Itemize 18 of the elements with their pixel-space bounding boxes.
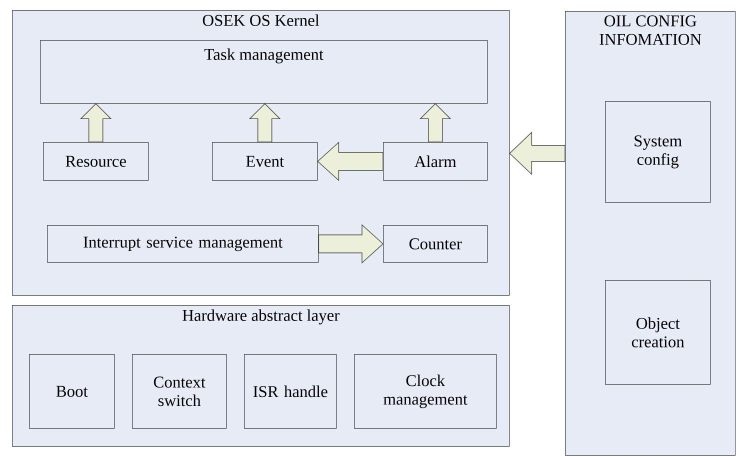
- block-arrow: [249, 103, 281, 142]
- module-box: Resource: [43, 142, 149, 181]
- module-box: Object creation: [605, 280, 711, 385]
- module-box: Boot: [29, 354, 115, 429]
- module-box: ISR handle: [244, 354, 337, 429]
- block-arrow: [80, 103, 112, 142]
- module-box: Counter: [383, 225, 488, 263]
- module-box: Alarm: [383, 142, 488, 181]
- block-arrow: [317, 142, 384, 182]
- module-box: Context switch: [132, 354, 227, 429]
- module-box: Interrupt service management: [47, 225, 319, 263]
- module-box: Event: [212, 142, 318, 181]
- module-box: System config: [605, 101, 711, 203]
- block-arrow: [420, 103, 452, 142]
- module-box: Clock management: [354, 354, 497, 429]
- block-arrow: [509, 132, 566, 176]
- module-box: Task management: [40, 40, 488, 104]
- block-arrow: [318, 224, 384, 264]
